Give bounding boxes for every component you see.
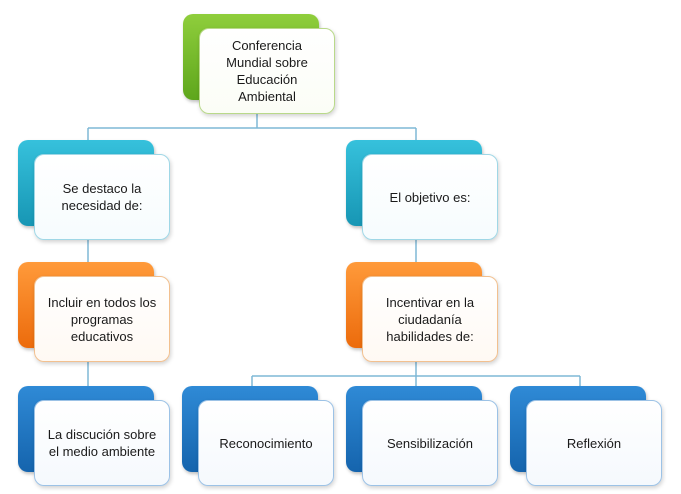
skill-node-2: Sensibilización <box>346 386 498 486</box>
right-header-node: El objetivo es: <box>346 140 498 240</box>
skill-node-3-box: Reflexión <box>526 400 662 486</box>
left-result-node: La discución sobre el medio ambiente <box>18 386 170 486</box>
skill-node-1-label: Reconocimiento <box>219 435 313 451</box>
left-action-label: Incluir en todos los programas educativo… <box>47 294 157 344</box>
left-action-node: Incluir en todos los programas educativo… <box>18 262 170 362</box>
left-result-box: La discución sobre el medio ambiente <box>34 400 170 486</box>
root-node: Conferencia Mundial sobre Educación Ambi… <box>183 14 335 114</box>
left-result-label: La discución sobre el medio ambiente <box>47 427 157 459</box>
left-header-node: Se destaco la necesidad de: <box>18 140 170 240</box>
right-action-node: Incentivar en la ciudadanía habilidades … <box>346 262 498 362</box>
left-header-label: Se destaco la necesidad de: <box>61 181 143 213</box>
skill-node-2-label: Sensibilización <box>387 435 473 451</box>
skill-node-1: Reconocimiento <box>182 386 334 486</box>
right-header-box: El objetivo es: <box>362 154 498 240</box>
skill-node-3-label: Reflexión <box>566 435 622 451</box>
left-action-box: Incluir en todos los programas educativo… <box>34 276 170 362</box>
root-node-label: Conferencia Mundial sobre Educación Ambi… <box>226 38 308 104</box>
skill-node-1-box: Reconocimiento <box>198 400 334 486</box>
left-header-box: Se destaco la necesidad de: <box>34 154 170 240</box>
skill-node-2-box: Sensibilización <box>362 400 498 486</box>
skill-node-3: Reflexión <box>510 386 662 486</box>
right-action-box: Incentivar en la ciudadanía habilidades … <box>362 276 498 362</box>
right-header-label: El objetivo es: <box>389 189 471 205</box>
root-node-box: Conferencia Mundial sobre Educación Ambi… <box>199 28 335 114</box>
right-action-label: Incentivar en la ciudadanía habilidades … <box>385 294 475 344</box>
